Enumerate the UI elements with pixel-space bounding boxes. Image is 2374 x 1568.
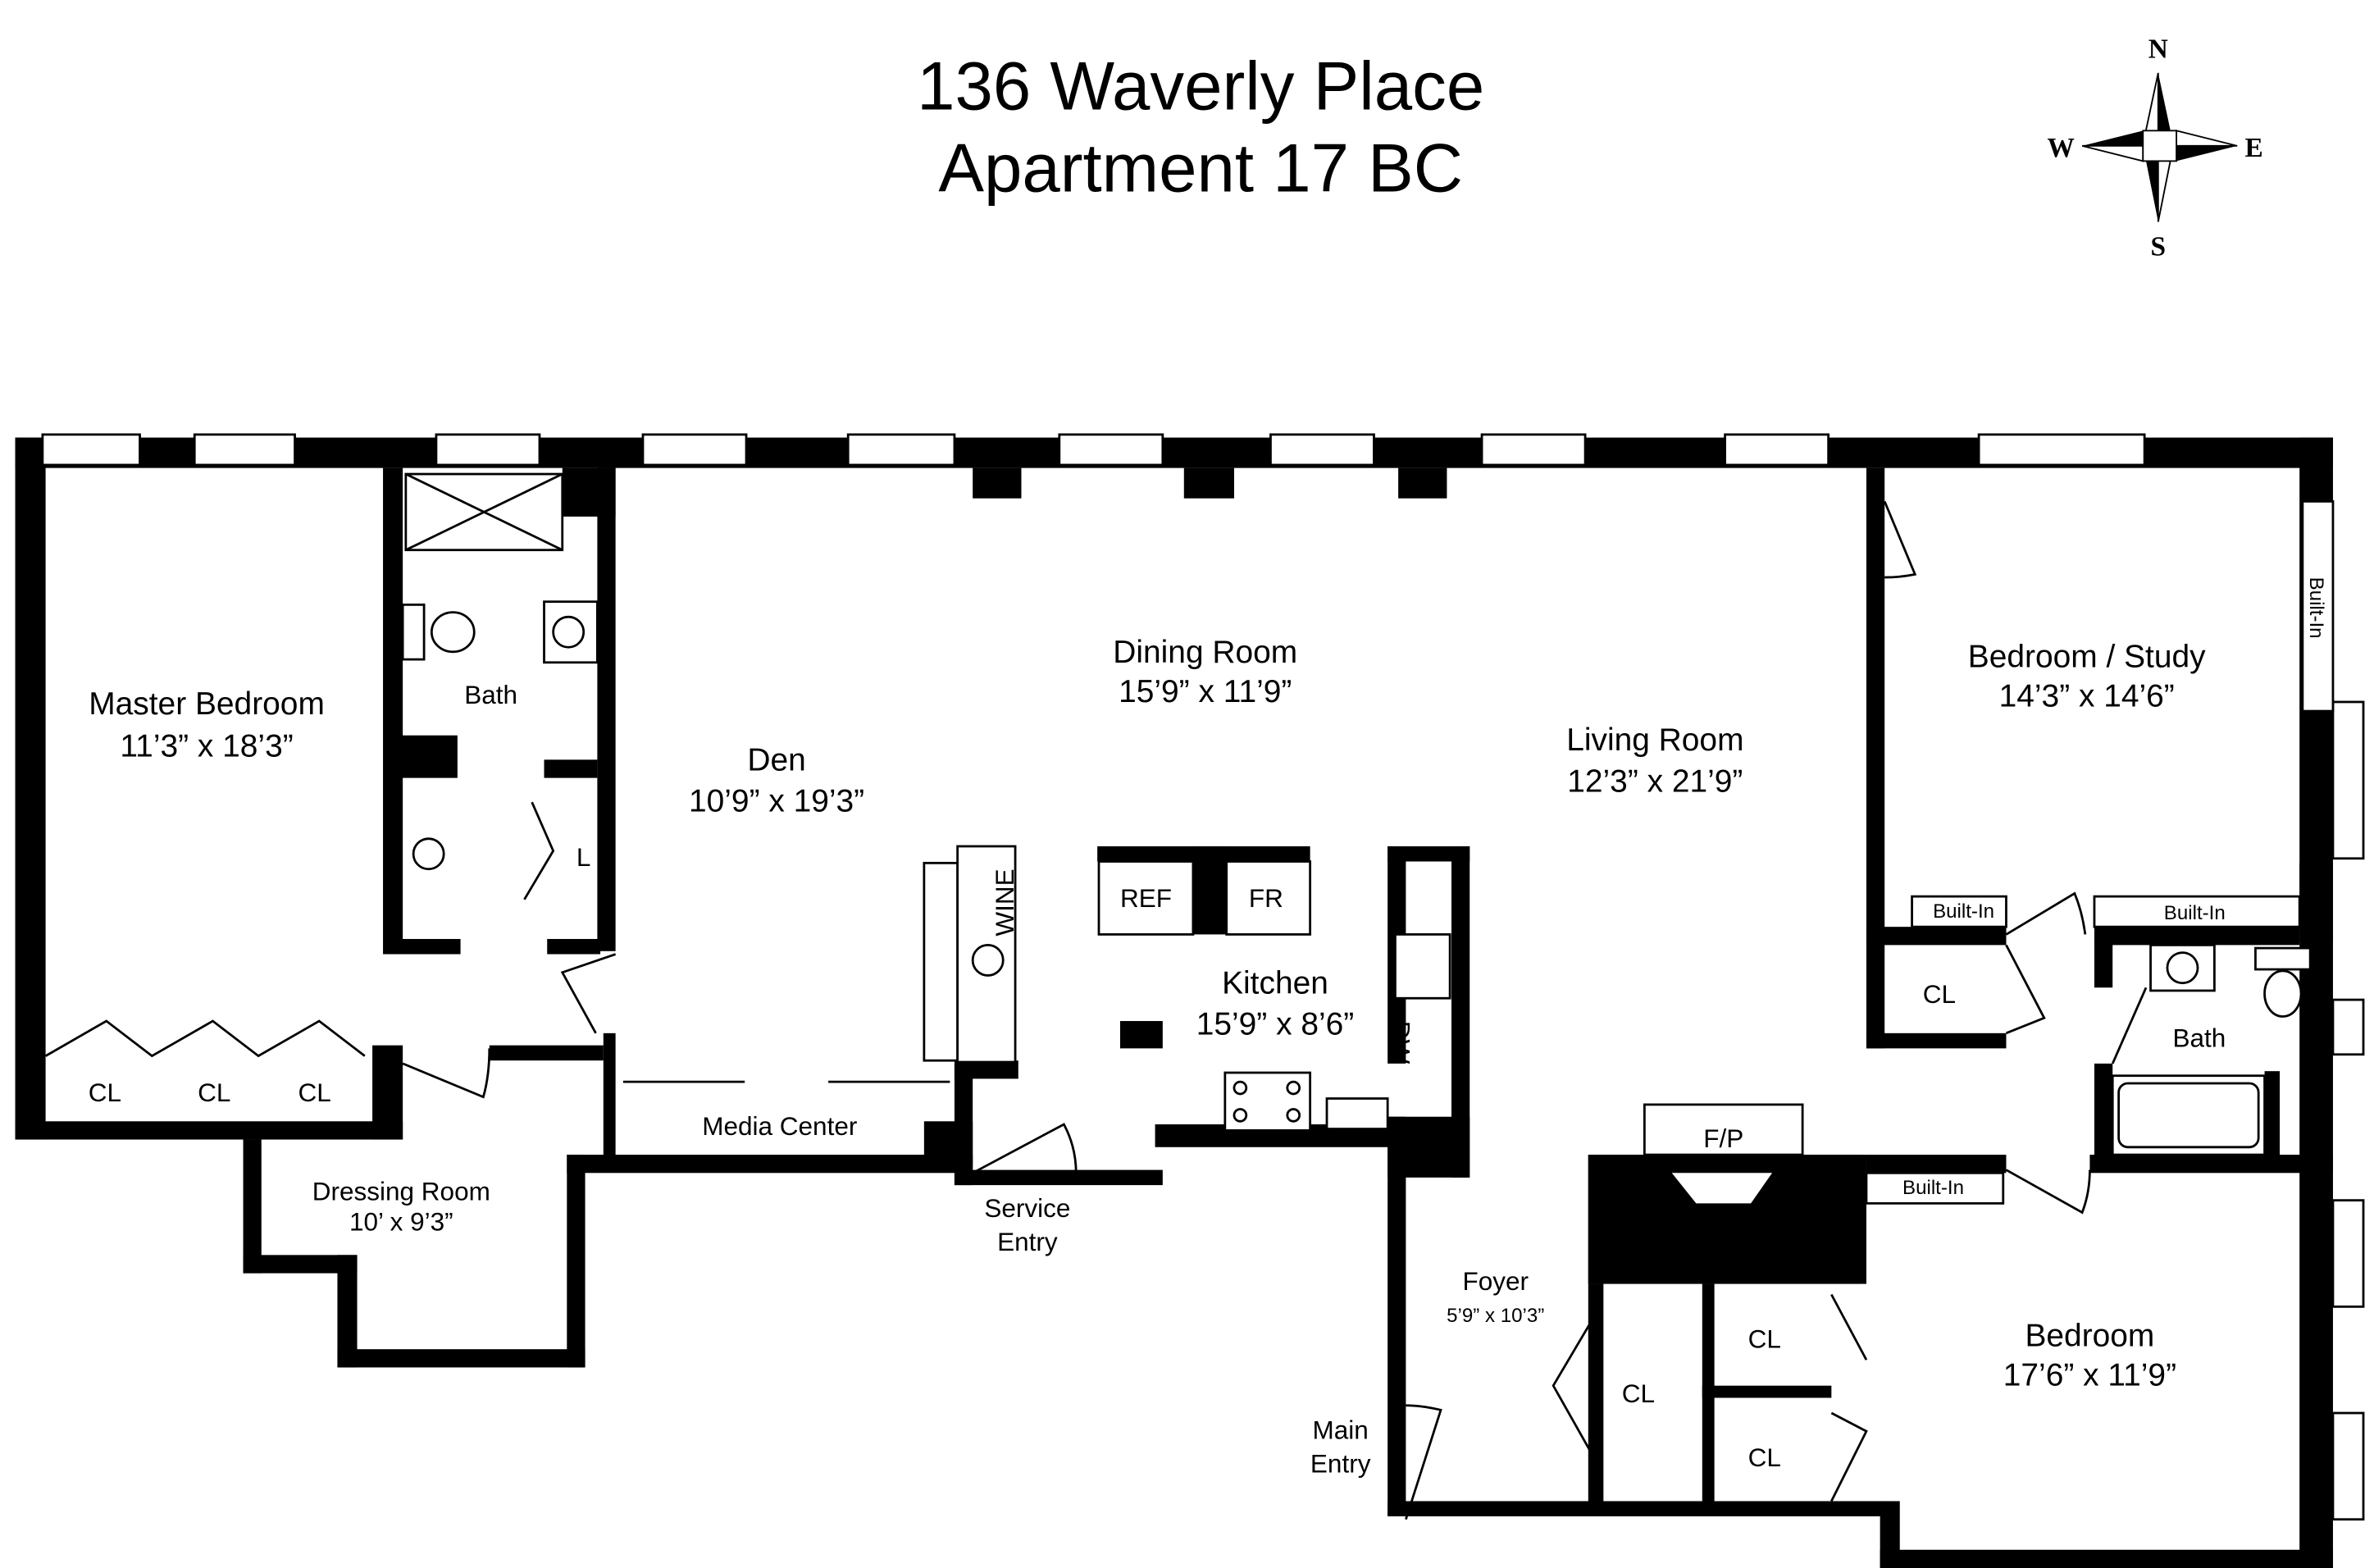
master-bath-name: Bath xyxy=(464,680,517,709)
bedroom-name: Bedroom xyxy=(2025,1319,2154,1354)
compass-w: W xyxy=(2048,133,2075,163)
foyer-size: 5’9” x 10’3” xyxy=(1447,1305,1544,1327)
walls xyxy=(15,437,2333,1568)
compass-icon: N S W E xyxy=(2048,34,2263,262)
refrigerator xyxy=(1097,860,1195,936)
sink-icon xyxy=(412,837,445,871)
closet-label: CL xyxy=(89,1078,121,1107)
bedroom-size: 17’6” x 11’9” xyxy=(2003,1358,2176,1393)
kitchen-name: Kitchen xyxy=(1222,966,1328,1001)
toilet-icon xyxy=(2263,969,2303,1018)
fireplace-label: F/P xyxy=(1703,1124,1743,1153)
built-in-cabinet xyxy=(2093,895,2301,928)
closet-label: CL xyxy=(1748,1443,1781,1472)
dishwasher-label: DW xyxy=(1387,1021,1416,1064)
refrigerator-label: REF xyxy=(1120,883,1172,913)
toilet-tank-icon xyxy=(401,603,426,661)
toilet-icon xyxy=(430,611,476,654)
den-name: Den xyxy=(747,742,805,777)
dressing-room-size: 10’ x 9’3” xyxy=(349,1207,453,1237)
kitchen-size: 15’9” x 8’6” xyxy=(1196,1007,1355,1042)
room-labels: Master Bedroom 11’3” x 18’3” Bath L Dres… xyxy=(89,577,2327,1479)
fireplace xyxy=(1643,1103,1804,1156)
windows xyxy=(41,433,2365,1521)
dressing-room-name: Dressing Room xyxy=(312,1177,490,1206)
bedroom-study-size: 14’3” x 14’6” xyxy=(1999,679,2175,714)
compass-n: N xyxy=(2148,34,2168,64)
doors[interactable] xyxy=(44,500,2148,1520)
built-in-cabinet xyxy=(1865,1171,2005,1205)
linen-closet-label: L xyxy=(576,842,591,872)
main-entry-label[interactable]: Entry xyxy=(1310,1448,1371,1478)
built-in-label: Built-In xyxy=(2164,902,2226,924)
freezer xyxy=(1225,860,1312,936)
wine-cabinet xyxy=(923,861,959,1062)
fixtures xyxy=(401,472,2335,1205)
living-room-size: 12’3” x 21’9” xyxy=(1567,763,1743,799)
dining-room-size: 15’9” x 11’9” xyxy=(1119,674,1292,709)
den-size: 10’9” x 19’3” xyxy=(689,783,864,818)
wine-label: WINE xyxy=(990,868,1019,936)
bath2-name: Bath xyxy=(2172,1023,2226,1053)
service-entry-label[interactable]: Entry xyxy=(997,1227,1058,1256)
closet-label: CL xyxy=(1622,1379,1655,1408)
built-in-cabinet xyxy=(1911,895,2007,928)
built-in-cabinet xyxy=(2301,500,2335,713)
compass-e: E xyxy=(2244,133,2262,163)
bedroom-study-name: Bedroom / Study xyxy=(1968,639,2206,674)
built-in-label: Built-In xyxy=(1902,1177,1964,1199)
main-entry-label[interactable]: Main xyxy=(1313,1415,1369,1445)
closet-label: CL xyxy=(1923,979,1956,1009)
media-center-label: Media Center xyxy=(702,1111,857,1141)
closet-label: CL xyxy=(1748,1324,1781,1353)
living-room-name: Living Room xyxy=(1566,722,1743,758)
title-address: 136 Waverly Place xyxy=(917,48,1484,124)
closet-label: CL xyxy=(198,1078,230,1107)
foyer-name: Foyer xyxy=(1462,1266,1529,1296)
built-in-label: Built-In xyxy=(1933,900,1994,923)
built-in-label: Built-In xyxy=(2305,577,2327,639)
service-entry-label[interactable]: Service xyxy=(984,1193,1070,1223)
master-bedroom-name: Master Bedroom xyxy=(89,686,325,722)
sink-icon xyxy=(971,943,1005,977)
toilet-tank-icon xyxy=(2254,946,2312,971)
freezer-label: FR xyxy=(1249,883,1283,913)
compass-s: S xyxy=(2151,231,2167,262)
master-bedroom-size: 11’3” x 18’3” xyxy=(120,729,293,764)
kitchen-sink-icon xyxy=(1394,933,1451,1000)
dining-room-name: Dining Room xyxy=(1113,635,1297,670)
title-apartment: Apartment 17 BC xyxy=(938,130,1463,206)
closet-label: CL xyxy=(298,1078,331,1107)
